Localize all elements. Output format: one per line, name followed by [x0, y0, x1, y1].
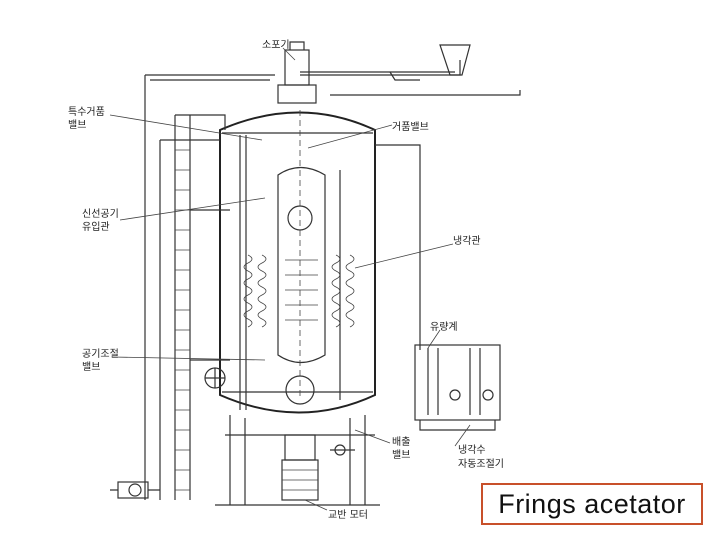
right-piping — [339, 144, 421, 400]
label-coolant-auto-control-line2: 자동조절기 — [458, 457, 504, 470]
cooling-coil — [243, 254, 355, 328]
bottom-left-pump — [110, 481, 160, 499]
caption-box: Frings acetator — [481, 483, 703, 525]
stirring-motor — [281, 434, 319, 501]
thermometer-panel — [414, 344, 501, 431]
top-piping — [144, 44, 521, 500]
label-thermometer: 유량계 — [430, 321, 458, 333]
label-air-control-valve-line1: 공기조절 — [82, 347, 119, 360]
label-special-drain-valve-line1: 특수거품 — [68, 106, 105, 118]
main-vessel — [219, 111, 376, 414]
label-cooling-coil: 냉각관 — [453, 235, 481, 247]
label-special-drain-valve-line2: 밸브 — [68, 119, 86, 131]
caption-title: Frings acetator — [498, 488, 686, 519]
drain-valve — [330, 444, 355, 456]
label-foam-valve: 거품밸브 — [392, 121, 429, 133]
label-coolant-auto-control-line1: 냉각수 — [458, 444, 486, 456]
label-drain-valve-line2: 밸브 — [392, 449, 410, 461]
platform-ladder — [159, 114, 247, 500]
leader-lines — [109, 47, 471, 511]
label-air-control-valve-line2: 밸브 — [82, 361, 100, 373]
label-fresh-air-inlet-line2: 유입관 — [82, 220, 110, 233]
aspirator — [277, 41, 317, 104]
label-stirring-motor: 교반 모터 — [328, 509, 368, 521]
label-aspirator: 소포기 — [262, 39, 290, 51]
hand-wheel-valve — [204, 367, 226, 389]
label-fresh-air-inlet-line1: 신선공기 — [82, 208, 119, 220]
label-drain-valve-line1: 배출 — [392, 436, 410, 448]
inner-draft-tube — [277, 110, 326, 405]
